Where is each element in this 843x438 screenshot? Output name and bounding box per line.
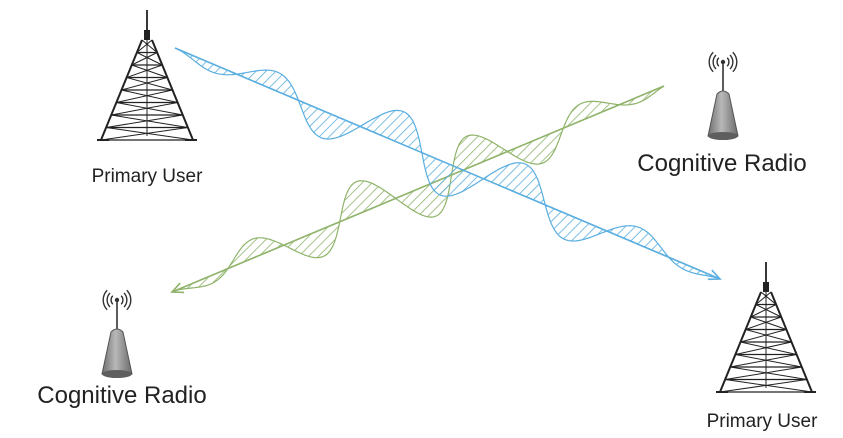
signal-waves-icon (102, 289, 132, 311)
primary-user-signal-axis (174, 47, 721, 280)
cognitive-radio-signal-arrowhead (170, 282, 185, 294)
primary-user-label-top: Primary User (92, 166, 204, 187)
cognitive-radio-label-bottom: Cognitive Radio (37, 382, 206, 409)
radio-tower-icon (716, 262, 816, 393)
cognitive-radio-icon (707, 51, 739, 140)
primary-user-signal-arrowhead (707, 269, 722, 281)
primary-user-label-bottom: Primary User (707, 411, 819, 432)
cognitive-radio-label-top: Cognitive Radio (637, 150, 806, 177)
cognitive-radio-signal (170, 85, 665, 294)
primary-user-signal (174, 47, 722, 281)
signal-waves-icon (708, 51, 738, 73)
cognitive-radio-signal-axis (171, 85, 665, 293)
cognitive-radio-icon (101, 289, 133, 378)
radio-tower-icon (97, 10, 197, 141)
